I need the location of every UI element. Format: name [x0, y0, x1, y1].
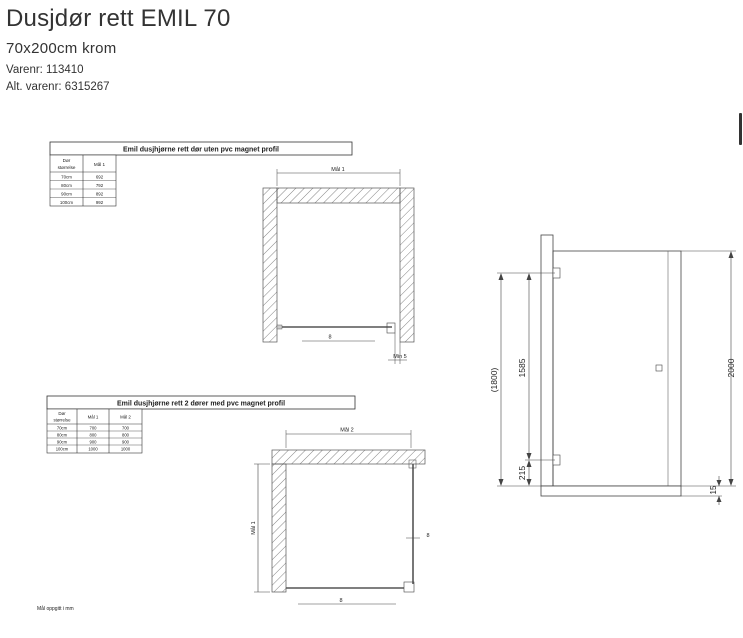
table-2-cell: 800: [122, 433, 130, 438]
table-2-cell: 700: [122, 426, 130, 431]
table-2-cell: 1000: [88, 447, 98, 452]
dim-label-215: 215: [517, 466, 527, 480]
wall-right: [399, 187, 415, 343]
dim-label-15: 15: [709, 485, 718, 494]
size-table-2: Emil dusjhjørne rett 2 dører med pvc mag…: [46, 395, 356, 454]
dim-label-min5: Min 5: [393, 354, 406, 360]
table-2-cell: 1000: [121, 447, 131, 452]
dim-label-gap-bottom: 8: [339, 598, 342, 604]
wall-left-2: [271, 463, 287, 593]
table-1-cell: 892: [96, 192, 104, 197]
table-1-title-box: [49, 141, 353, 156]
size-table-1: Emil dusjhjørne rett dør uten pvc magnet…: [49, 141, 353, 207]
table-1-cell: 90cm: [61, 192, 72, 197]
dim-label-mal1-2: Mål 1: [250, 521, 257, 534]
dim-label-gap-right: 8: [426, 533, 429, 539]
table-1-cell: 992: [96, 200, 104, 205]
footnote: Mål oppgitt i mm: [37, 605, 74, 612]
elevation-drawing: (1800) 1585 215 2000 15: [489, 234, 736, 505]
table-2-cell: 700: [90, 426, 98, 431]
table-1-cell: 80cm: [61, 183, 72, 188]
table-2-header-size: Dør: [58, 411, 66, 416]
table-2-cell: 800: [90, 433, 98, 438]
door-profile: [386, 322, 396, 334]
scroll-indicator[interactable]: [739, 113, 742, 145]
table-2-title-box: [46, 395, 356, 410]
table-2-cell: 900: [122, 440, 130, 445]
table-1-cell: 70cm: [61, 175, 72, 180]
table-1-header-size-2: størrelse: [58, 165, 76, 170]
table-1-cell: 692: [96, 175, 104, 180]
floor-threshold: [540, 485, 682, 497]
plan-drawing-2: Mål 2 Mål 1 8 8: [250, 427, 430, 605]
item-number: Varenr: 113410: [6, 64, 84, 76]
dim-label-1800: (1800): [489, 368, 499, 393]
dim-label-mal1: Mål 1: [331, 166, 344, 173]
table-2-cell: 900: [90, 440, 98, 445]
wall-profile-elevation: [540, 234, 554, 487]
door-handle: [655, 364, 663, 372]
corner-profile: [403, 581, 415, 593]
table-2-cell: 80cm: [57, 433, 68, 438]
table-1-header-mal1: Mål 1: [94, 161, 106, 167]
product-title: Dusjdør rett EMIL 70: [6, 5, 231, 32]
dim-label-gap: 8: [328, 335, 331, 341]
table-1-header-size: Dør: [63, 158, 71, 163]
table-2-header-mal1: Mål 1: [88, 415, 99, 420]
product-subtitle: 70x200cm krom: [6, 40, 117, 57]
wall-back: [276, 187, 401, 204]
table-2-cell: 100cm: [56, 447, 69, 452]
dim-label-mal2: Mål 2: [340, 427, 353, 434]
table-2-header-size-2: størrelse: [53, 418, 71, 423]
plan-drawing-1: Mål 1 8 Min 5: [262, 166, 415, 364]
alt-item-number: Alt. varenr: 6315267: [6, 81, 110, 93]
table-1-cell: 100cm: [60, 200, 74, 205]
dim-label-2000: 2000: [726, 358, 736, 377]
wall-back-2: [271, 449, 426, 465]
table-2-header-mal2: Mål 2: [120, 415, 131, 420]
wall-profile: [276, 324, 283, 330]
table-1-cell: 792: [96, 183, 104, 188]
table-2-cell: 90cm: [57, 440, 68, 445]
table-2-cell: 70cm: [57, 426, 68, 431]
wall-left: [262, 187, 278, 343]
table-2-title: Emil dusjhjørne rett 2 dører med pvc mag…: [117, 401, 285, 408]
table-1-title: Emil dusjhjørne rett dør uten pvc magnet…: [123, 147, 279, 154]
dim-label-1585: 1585: [517, 358, 527, 377]
